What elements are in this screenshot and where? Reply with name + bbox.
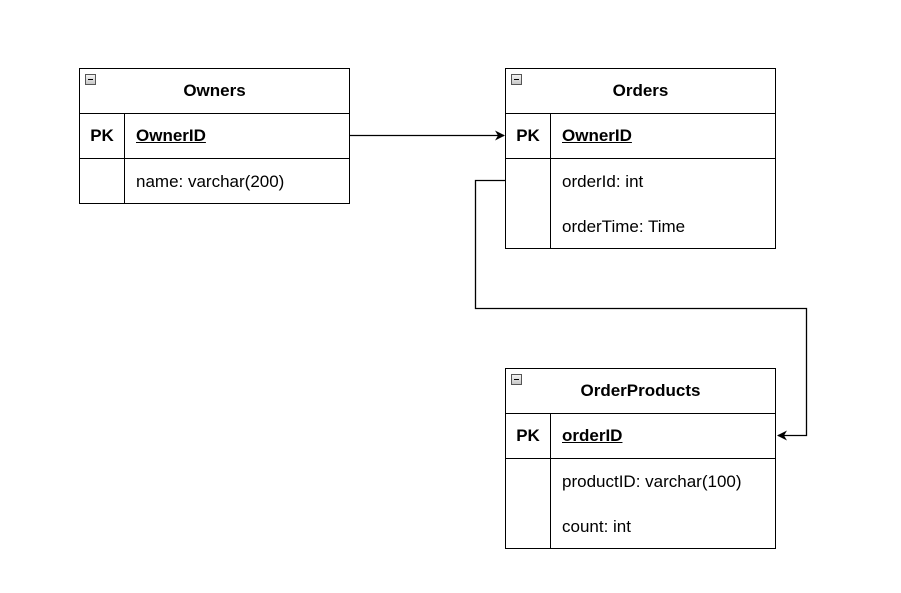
entity-order-products[interactable]: OrderProducts PK orderID productID: varc… [505,368,776,549]
key-cell-empty [80,159,125,204]
attribute-list: orderId: int orderTime: Time [551,159,775,249]
entity-owners[interactable]: Owners PK OwnerID name: varchar(200) [79,68,350,204]
entity-order-products-attributes: productID: varchar(100) count: int [506,459,775,549]
key-cell-empty [506,159,551,249]
entity-orders[interactable]: Orders PK OwnerID orderId: int orderTime… [505,68,776,249]
entity-owners-attributes: name: varchar(200) [80,159,349,204]
field-order-id: orderId: int [562,171,644,191]
entity-orders-title: Orders [612,81,669,100]
collapse-icon[interactable] [511,374,522,385]
attribute-list: productID: varchar(100) count: int [551,459,775,549]
entity-owners-pk-field: OwnerID [136,126,206,145]
entity-owners-pk-row: PK OwnerID [80,114,349,159]
attribute-list: name: varchar(200) [125,159,349,204]
field-name: name: varchar(200) [136,171,285,191]
field-order-time: orderTime: Time [562,216,686,236]
entity-order-products-pk-row: PK orderID [506,414,775,459]
entity-orders-pk-row: PK OwnerID [506,114,775,159]
entity-owners-title: Owners [183,81,246,100]
entity-order-products-title: OrderProducts [580,381,701,400]
field-count: count: int [562,516,631,536]
entity-orders-pk-field: OwnerID [562,126,632,145]
collapse-icon[interactable] [511,74,522,85]
pk-label: PK [80,114,125,158]
entity-owners-header: Owners [80,69,349,114]
key-cell-empty [506,459,551,549]
entity-orders-attributes: orderId: int orderTime: Time [506,159,775,249]
entity-orders-header: Orders [506,69,775,114]
entity-order-products-pk-field: orderID [562,426,623,445]
field-product-id: productID: varchar(100) [562,471,742,491]
pk-label: PK [506,114,551,158]
entity-order-products-header: OrderProducts [506,369,775,414]
pk-label: PK [506,414,551,458]
edge-orders-to-order-products[interactable] [474,179,808,441]
collapse-icon[interactable] [85,74,96,85]
